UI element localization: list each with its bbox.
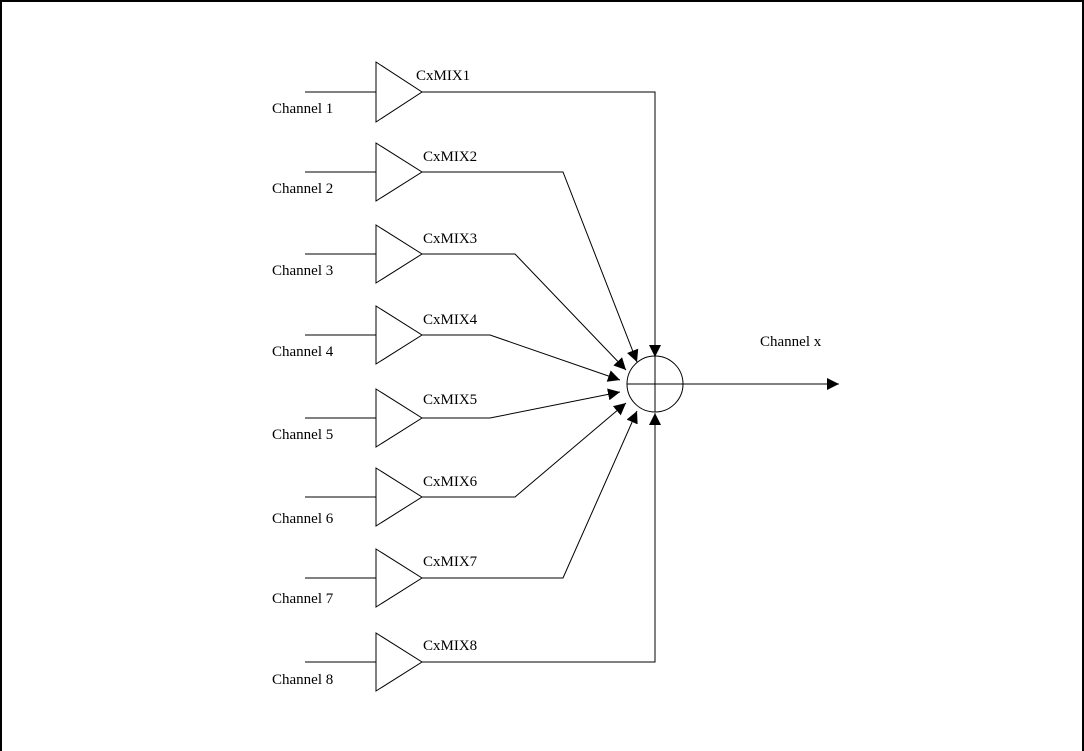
- channel-row-8: Channel 8 CxMIX8: [272, 632, 477, 692]
- channel-row-2: Channel 2 CxMIX2: [272, 142, 477, 202]
- connector-8: [422, 413, 661, 663]
- gain-label-3: CxMIX3: [423, 231, 477, 247]
- gain-label-6: CxMIX6: [423, 474, 478, 490]
- channel-label-1: Channel 1: [272, 101, 333, 117]
- connector-1: [422, 91, 661, 357]
- gain-amplifier-2: [375, 142, 423, 202]
- gain-label-5: CxMIX5: [423, 392, 477, 408]
- channel-row-1: Channel 1 CxMIX1: [272, 61, 470, 123]
- connector-6: [422, 402, 627, 498]
- channel-label-4: Channel 4: [272, 344, 334, 360]
- gain-label-7: CxMIX7: [423, 554, 478, 570]
- channel-row-7: Channel 7 CxMIX7: [272, 548, 478, 608]
- channel-label-7: Channel 7: [272, 591, 334, 607]
- channel-row-4: Channel 4 CxMIX4: [272, 305, 478, 365]
- channel-label-6: Channel 6: [272, 511, 334, 527]
- gain-label-4: CxMIX4: [423, 312, 478, 328]
- gain-label-2: CxMIX2: [423, 149, 477, 165]
- connector-4: [422, 334, 621, 382]
- output-signal: Channel x: [683, 334, 839, 390]
- gain-label-1: CxMIX1: [416, 68, 470, 84]
- channel-row-3: Channel 3 CxMIX3: [272, 224, 477, 284]
- gain-amplifier-7: [375, 548, 423, 608]
- gain-amplifier-8: [375, 632, 423, 692]
- summing-junction: [626, 355, 684, 413]
- connector-3: [422, 253, 627, 371]
- channel-row-6: Channel 6 CxMIX6: [272, 467, 478, 527]
- signal-connectors: [422, 91, 661, 663]
- gain-amplifier-6: [375, 467, 423, 527]
- channel-row-5: Channel 5 CxMIX5: [272, 388, 477, 448]
- gain-amplifier-3: [375, 224, 423, 284]
- output-label: Channel x: [760, 334, 822, 350]
- gain-amplifier-4: [375, 305, 423, 365]
- connector-5: [422, 388, 621, 419]
- channel-label-3: Channel 3: [272, 263, 333, 279]
- channel-label-8: Channel 8: [272, 672, 333, 688]
- channel-label-5: Channel 5: [272, 427, 333, 443]
- channel-label-2: Channel 2: [272, 181, 333, 197]
- connector-7: [422, 410, 638, 579]
- gain-amplifier-1: [375, 61, 423, 123]
- gain-label-8: CxMIX8: [423, 638, 477, 654]
- gain-amplifier-5: [375, 388, 423, 448]
- connector-2: [422, 171, 639, 363]
